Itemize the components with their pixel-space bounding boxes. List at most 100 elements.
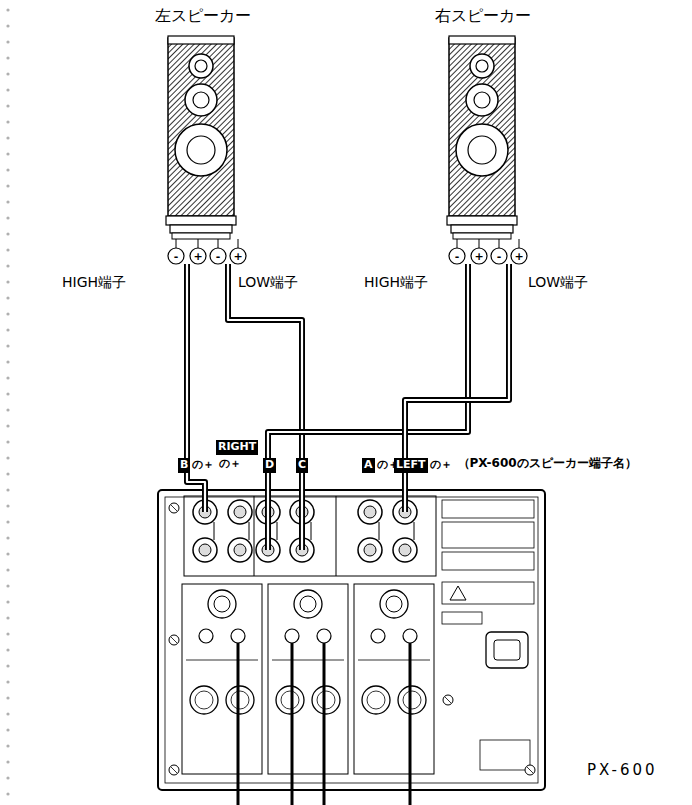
level-knob [380,590,408,618]
margin-dot [6,392,9,395]
margin-dot [6,584,9,587]
margin-dot [6,456,9,459]
margin-dot [6,776,9,779]
speaker-terminal [471,248,487,264]
cable-sheath [405,264,509,512]
input-jack [317,629,331,643]
xlr-ring [281,691,299,709]
model-name: PX-600 [587,761,658,779]
margin-dot [6,232,9,235]
level-knob [208,590,236,618]
driver-cone [468,136,496,164]
screw [169,765,179,775]
level-knob [294,590,322,618]
terminal-lead [519,239,520,248]
margin-dot [6,792,9,795]
screw-slot [171,505,177,511]
margin-dot [6,184,9,187]
xlr-jack [362,686,390,714]
xlr-ring [367,691,385,709]
xlr-jack [276,686,304,714]
terminal-plate [172,233,230,239]
speaker-cabinet [449,38,515,216]
ac-inlet-socket [494,640,520,660]
warning-plate [442,582,534,604]
terminal-label: HIGH端子 [362,274,430,290]
speaker-base [451,225,513,233]
driver-cone [476,60,488,72]
cable-sheath [187,264,205,512]
terminal-sign: + [193,251,202,262]
info-plate [442,500,534,518]
binding-post [393,538,417,562]
panel-inner [165,497,538,783]
post-bar [249,522,250,540]
speaker-title: 右スピーカー [435,6,531,27]
binding-post-cap [199,544,211,556]
post-bar [379,522,380,540]
margin-dot [6,24,9,27]
terminal-label: LOW端子 [236,274,300,290]
margin-dot [6,264,9,267]
margin-dot [6,280,9,283]
speaker-base [170,225,232,233]
margin-dot [6,328,9,331]
margin-dot [6,200,9,203]
info-plate [442,522,534,548]
margin-dot [6,504,9,507]
warning-triangle [450,586,466,600]
speaker-top [449,36,515,44]
driver-cone [187,136,215,164]
xlr-jack [312,686,340,714]
terminal-area [184,496,436,576]
margin-dot [6,168,9,171]
terminal-lead [479,239,480,248]
xlr-ring [195,691,213,709]
margin-dot [6,440,9,443]
input-cable [323,643,326,805]
speaker-node: 左スピーカー [148,4,258,264]
binding-post [358,538,382,562]
binding-post-cap [234,544,246,556]
terminal-polarity: の＋ [191,458,215,473]
screw-slot [527,767,533,773]
terminal-name: D [263,458,276,473]
input-jack [403,629,417,643]
screw-slot [171,767,177,773]
terminal-sign: + [474,251,483,262]
margin-dot [6,536,9,539]
input-jack [371,629,385,643]
speaker-driver [185,84,217,116]
speaker-terminal [511,248,527,264]
margin-dot [6,744,9,747]
binding-post-cap [234,506,246,518]
speaker-driver [466,84,498,116]
input-jack [285,629,299,643]
cable-core [268,264,468,550]
margin-dot [6,152,9,155]
xlr-ring [231,691,249,709]
margin-dot [6,424,9,427]
terminal-lead [176,239,177,248]
terminal-sign: + [233,251,242,262]
terminal-lead [198,239,199,248]
terminal-polarity: の＋ [429,458,453,473]
input-jack [199,629,213,643]
terminal-name: B [178,458,190,473]
terminal-sign: - [455,251,460,262]
amplifier-panel [158,490,545,790]
input-cable [409,643,412,805]
screw-slot [445,697,451,703]
margin-dot [6,56,9,59]
margin-dot [6,760,9,763]
binding-post [228,538,252,562]
binding-post [358,500,382,524]
terminal-divider [336,496,337,576]
serial-plate [480,740,530,770]
margin-dot [6,648,9,651]
xlr-ring [317,691,335,709]
driver-cone [193,92,209,108]
section-line [186,660,258,661]
